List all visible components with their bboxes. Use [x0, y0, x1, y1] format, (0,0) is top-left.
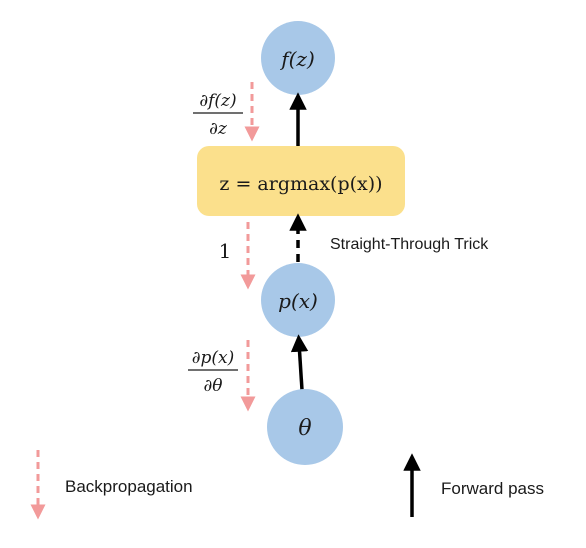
gradient-dp-dtheta: ∂p(x) ∂θ	[188, 348, 238, 396]
gradient-dp-den: ∂θ	[203, 376, 222, 396]
gradient-df-num: ∂f(z)	[199, 91, 236, 111]
argmax-label: z = argmax(p(x))	[219, 173, 382, 195]
argmax-box	[197, 146, 405, 216]
gradient-dp-num: ∂p(x)	[192, 348, 235, 368]
node-fz	[261, 21, 335, 95]
node-fz-label: f(z)	[279, 47, 315, 71]
legend-forward-label: Forward pass	[441, 479, 544, 498]
node-theta	[267, 389, 343, 465]
gradient-df-den: ∂z	[209, 119, 228, 139]
node-px	[261, 263, 335, 337]
gradient-one: 1	[219, 239, 232, 263]
node-px-label: p(x)	[278, 289, 318, 313]
gradient-df-dz: ∂f(z) ∂z	[193, 91, 243, 139]
node-theta-label: θ	[298, 416, 311, 441]
straight-through-label: Straight-Through Trick	[330, 236, 489, 253]
legend-backprop-label: Backpropagation	[65, 477, 193, 496]
forward-arrow-theta-to-px	[290, 334, 309, 391]
